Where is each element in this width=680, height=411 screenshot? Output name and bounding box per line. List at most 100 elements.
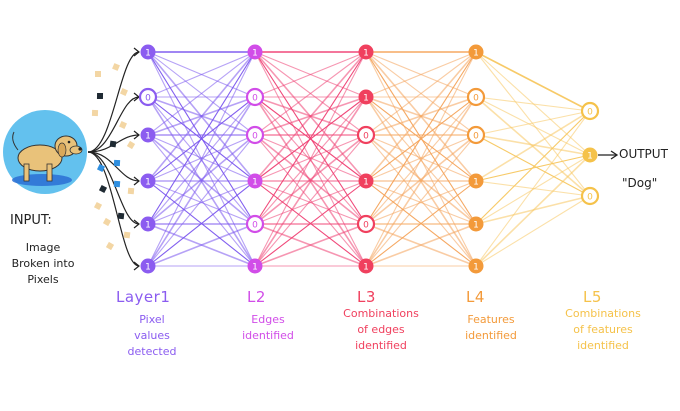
input-arrow <box>87 151 140 225</box>
input-arrowhead <box>133 47 140 57</box>
pixel-square <box>113 180 121 188</box>
connection-line <box>147 180 256 225</box>
layer1-description: Pixel values detected <box>112 312 192 360</box>
desc-line: identified <box>242 329 294 342</box>
connection-line <box>254 51 367 98</box>
input-arrowhead <box>133 261 140 271</box>
pixel-square <box>117 212 125 220</box>
input-label: INPUT: <box>10 213 52 228</box>
desc-line: of features <box>573 323 633 336</box>
neuron-node <box>245 214 265 234</box>
neuron-node <box>466 87 486 107</box>
pixel-square <box>123 231 131 239</box>
layer2-description: Edges identified <box>224 312 312 344</box>
neuron-node-value: 1 <box>252 178 258 188</box>
neuron-node-value: 0 <box>473 132 479 142</box>
pixel-square <box>127 187 135 195</box>
neuron-node-value: 1 <box>145 263 151 273</box>
neuron-node <box>468 258 484 274</box>
neuron-node-value: 0 <box>252 221 258 231</box>
neuron-node-value: 1 <box>473 178 479 188</box>
layer3-title: L3 <box>357 288 376 306</box>
input-arrowhead <box>133 219 140 229</box>
pixel-square <box>98 184 108 194</box>
neuron-node <box>247 44 263 60</box>
neuron-node-value: 0 <box>252 94 258 104</box>
connection-line <box>475 154 591 225</box>
neuron-node <box>247 258 263 274</box>
layer5-title: L5 <box>583 288 602 306</box>
connection-line <box>147 51 256 136</box>
desc-line: of edges <box>357 323 405 336</box>
layer4-title: L4 <box>466 288 485 306</box>
pixel-square <box>96 92 104 100</box>
neuron-node <box>468 44 484 60</box>
desc-line: identified <box>577 339 629 352</box>
connection-line <box>365 51 477 136</box>
neuron-node-value: 1 <box>363 178 369 188</box>
connection-line <box>254 51 367 267</box>
connection-line <box>147 51 256 98</box>
connection-line <box>147 51 256 182</box>
desc-line: Features <box>467 313 515 326</box>
connection-line <box>365 134 477 225</box>
neuron-node-value: 1 <box>473 221 479 231</box>
desc-line: values <box>134 329 170 342</box>
input-description: Image Broken into Pixels <box>8 240 78 288</box>
pixel-square <box>102 217 112 227</box>
neuron-node-value: 0 <box>363 132 369 142</box>
connection-line <box>254 51 367 136</box>
neuron-node-value: 1 <box>252 49 258 59</box>
input-desc-line: Image <box>25 241 61 254</box>
input-arrow <box>87 51 140 153</box>
neuron-node <box>356 214 376 234</box>
input-arrowhead <box>133 176 140 186</box>
connection-line <box>475 110 591 182</box>
pixel-square <box>96 163 106 173</box>
input-arrow <box>87 151 140 182</box>
connection-line <box>254 96 367 267</box>
connection-line <box>365 134 477 267</box>
neuron-node <box>140 258 156 274</box>
connection-line <box>254 51 367 225</box>
connection-line <box>365 51 477 267</box>
neuron-node-value: 1 <box>473 49 479 59</box>
neuron-node-value: 1 <box>145 178 151 188</box>
desc-line: Combinations <box>343 307 419 320</box>
connection-line <box>365 223 477 267</box>
output-value: "Dog" <box>622 176 658 190</box>
layer4-description: Features identified <box>446 312 536 344</box>
connection-line <box>147 96 256 267</box>
neuron-node <box>580 101 600 121</box>
connection-line <box>475 110 591 136</box>
connection-line <box>147 134 256 225</box>
connection-line <box>475 96 591 112</box>
pixel-square <box>112 63 120 71</box>
desc-line: Edges <box>251 313 285 326</box>
neuron-node-value: 1 <box>363 263 369 273</box>
neuron-node <box>358 44 374 60</box>
connection-line <box>475 51 591 197</box>
input-arrows <box>87 47 140 271</box>
output-arrow <box>598 150 619 160</box>
layer1-title: Layer1 <box>116 288 171 306</box>
pixel-square <box>105 241 115 251</box>
connection-line <box>147 96 256 225</box>
neuron-node-value: 0 <box>587 193 593 203</box>
neuron-node <box>466 125 486 145</box>
layer3-description: Combinations of edges identified <box>326 306 436 354</box>
connection-line <box>254 180 367 225</box>
connection-line <box>254 223 367 267</box>
connection-line <box>365 51 477 182</box>
connection-line <box>475 134 591 197</box>
neuron-node-value: 1 <box>363 94 369 104</box>
layer2-title: L2 <box>247 288 266 306</box>
neuron-node <box>140 216 156 232</box>
connection-line <box>365 96 477 225</box>
connection-line <box>365 96 477 267</box>
neuron-node <box>245 87 265 107</box>
neuron-node <box>580 186 600 206</box>
input-desc-line: Pixels <box>27 273 59 286</box>
neuron-node <box>247 173 263 189</box>
